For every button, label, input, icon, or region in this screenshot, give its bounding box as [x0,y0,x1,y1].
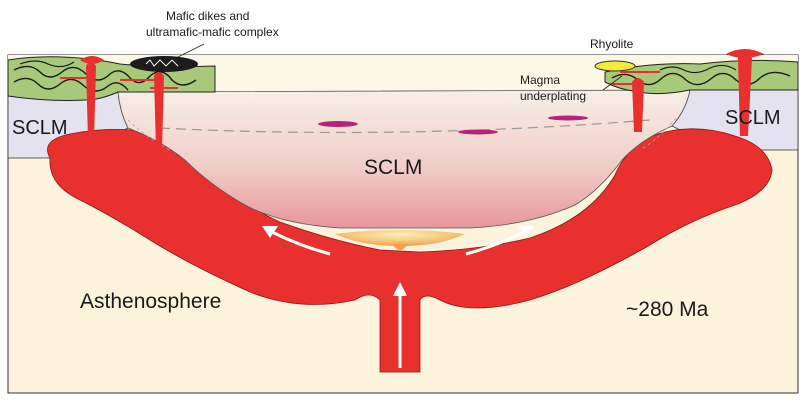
label-asthenosphere: Asthenosphere [80,290,221,313]
label-mafic-line1: Mafic dikes and [166,9,249,23]
label-sclm-center: SCLM [364,156,422,179]
underplating-lens-1 [318,121,358,127]
label-mafic-line2: ultramafic-mafic complex [146,25,279,39]
label-sclm-left: SCLM [12,117,68,139]
label-sclm-right: SCLM [725,107,781,129]
underplating-lens-3 [548,116,588,121]
dike-right-1 [632,78,644,132]
label-magma-line1: Magma [520,73,560,87]
label-magma-line2: underplating [520,89,586,103]
underplating-lens-2 [458,130,498,135]
rhyolite-body [595,61,635,71]
label-age: ~280 Ma [626,298,709,321]
label-rhyolite: Rhyolite [590,37,634,51]
